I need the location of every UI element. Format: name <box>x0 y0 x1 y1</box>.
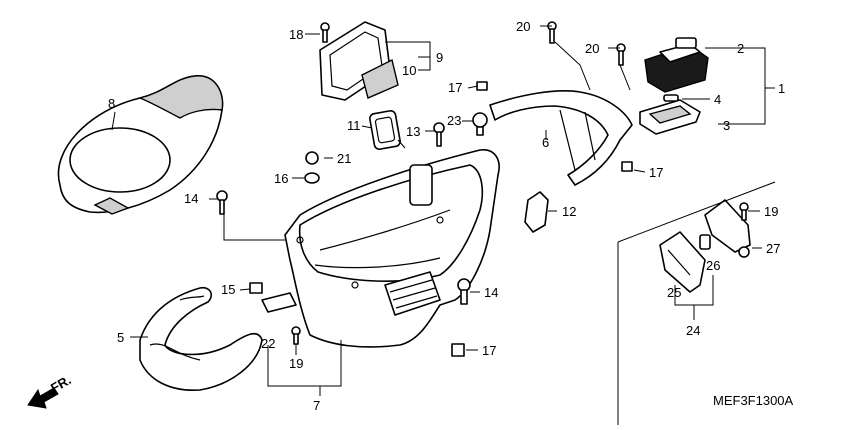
callout-16: 16 <box>274 171 288 186</box>
callout-17c: 17 <box>482 343 496 358</box>
callout-19a: 19 <box>764 204 778 219</box>
callout-5: 5 <box>117 330 124 345</box>
callout-24: 24 <box>686 323 700 338</box>
callout-18: 18 <box>289 27 303 42</box>
fasteners <box>216 21 749 357</box>
callout-20b: 20 <box>585 41 599 56</box>
diagram-code: MEF3F1300A <box>713 393 794 408</box>
part-6-grab-rail <box>489 90 633 186</box>
callout-6: 6 <box>542 135 549 150</box>
callout-19b: 19 <box>289 356 303 371</box>
callout-27: 27 <box>766 241 780 256</box>
callout-23: 23 <box>447 113 461 128</box>
callout-labels: 8 5 18 9 10 11 13 21 16 14 15 17 23 20 2… <box>108 19 785 413</box>
callout-14b: 14 <box>484 285 498 300</box>
callout-26: 26 <box>706 258 720 273</box>
part-7-luggage-box <box>284 149 500 348</box>
front-direction-indicator: FR. <box>27 372 74 409</box>
callout-11: 11 <box>347 118 361 133</box>
callout-17a: 17 <box>448 80 462 95</box>
callout-12: 12 <box>562 204 576 219</box>
leader-lines <box>111 25 776 425</box>
callout-21: 21 <box>337 151 351 166</box>
callout-2: 2 <box>737 41 744 56</box>
callout-17b: 17 <box>649 165 663 180</box>
callout-10: 10 <box>402 63 416 78</box>
part-11-seal <box>369 110 401 150</box>
callout-20a: 20 <box>516 19 530 34</box>
callout-9: 9 <box>436 50 443 65</box>
part-5-under-cover <box>139 286 263 391</box>
part-8-seat <box>57 75 224 215</box>
callout-15: 15 <box>221 282 235 297</box>
callout-8: 8 <box>108 96 115 111</box>
front-arrow-icon <box>27 387 59 409</box>
part-1-lamp-assembly <box>639 37 709 135</box>
callout-7: 7 <box>313 398 320 413</box>
callout-4: 4 <box>714 92 721 107</box>
part-24-latch-assembly <box>659 199 751 293</box>
callout-22: 22 <box>261 336 275 351</box>
part-10-pad <box>361 58 399 99</box>
callout-3: 3 <box>723 118 730 133</box>
callout-13: 13 <box>406 124 420 139</box>
callout-14a: 14 <box>184 191 198 206</box>
part-12-clip <box>524 191 549 233</box>
callout-25: 25 <box>667 285 681 300</box>
callout-1: 1 <box>778 81 785 96</box>
